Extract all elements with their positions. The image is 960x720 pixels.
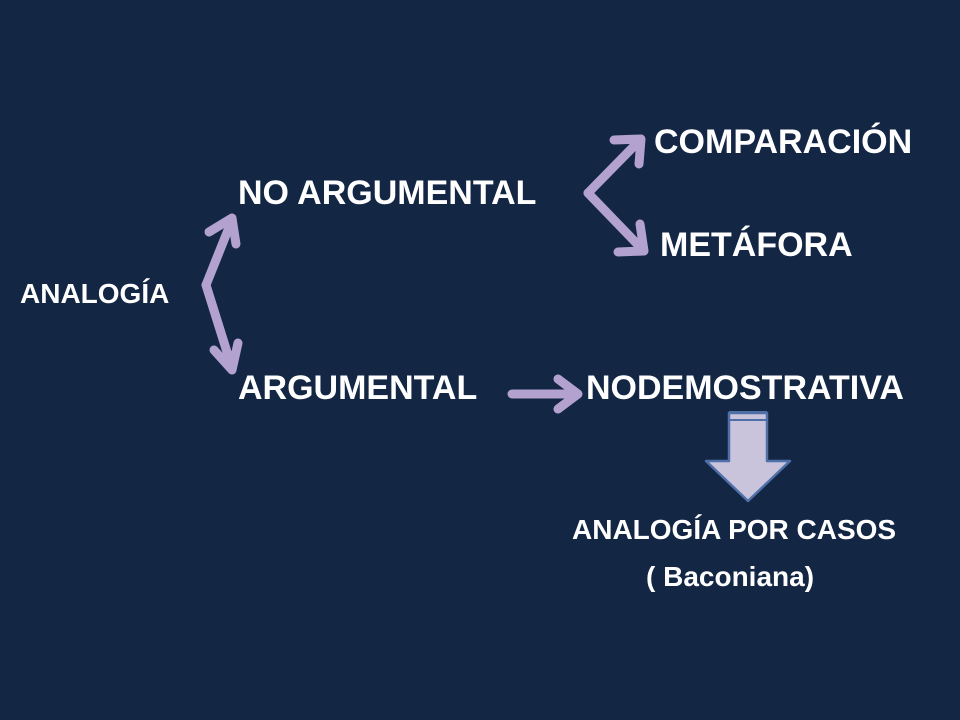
node-baconiana: ( Baconiana)	[646, 561, 815, 592]
arrow-to-no-argumental	[201, 215, 237, 290]
node-nodemostrativa: NODEMOSTRATIVA	[586, 369, 904, 407]
node-analogia-por-casos: ANALOGÍA POR CASOS	[572, 514, 897, 545]
node-metafora: METÁFORA	[660, 226, 853, 264]
branch-arrow-no-argumental	[583, 134, 649, 257]
node-analogia: ANALOGÍA	[20, 278, 170, 309]
node-comparacion: COMPARACIÓN	[654, 123, 913, 161]
node-no-argumental: NO ARGUMENTAL	[238, 174, 537, 212]
arrow-to-comparacion	[583, 135, 645, 198]
down-block-arrow-icon	[704, 411, 792, 503]
arrow-to-metafora	[583, 188, 648, 255]
arrowhead-to-metafora	[613, 219, 649, 257]
arrow-argumental-to-nodemostrativa	[507, 374, 583, 414]
arrow-to-argumental	[201, 280, 237, 373]
node-argumental: ARGUMENTAL	[238, 369, 478, 407]
branch-arrow-analogia	[201, 213, 243, 375]
arrowhead-to-argumental	[209, 338, 243, 375]
arrowhead-to-no-argumental	[204, 213, 241, 249]
arrowhead-to-comparacion	[609, 134, 646, 169]
